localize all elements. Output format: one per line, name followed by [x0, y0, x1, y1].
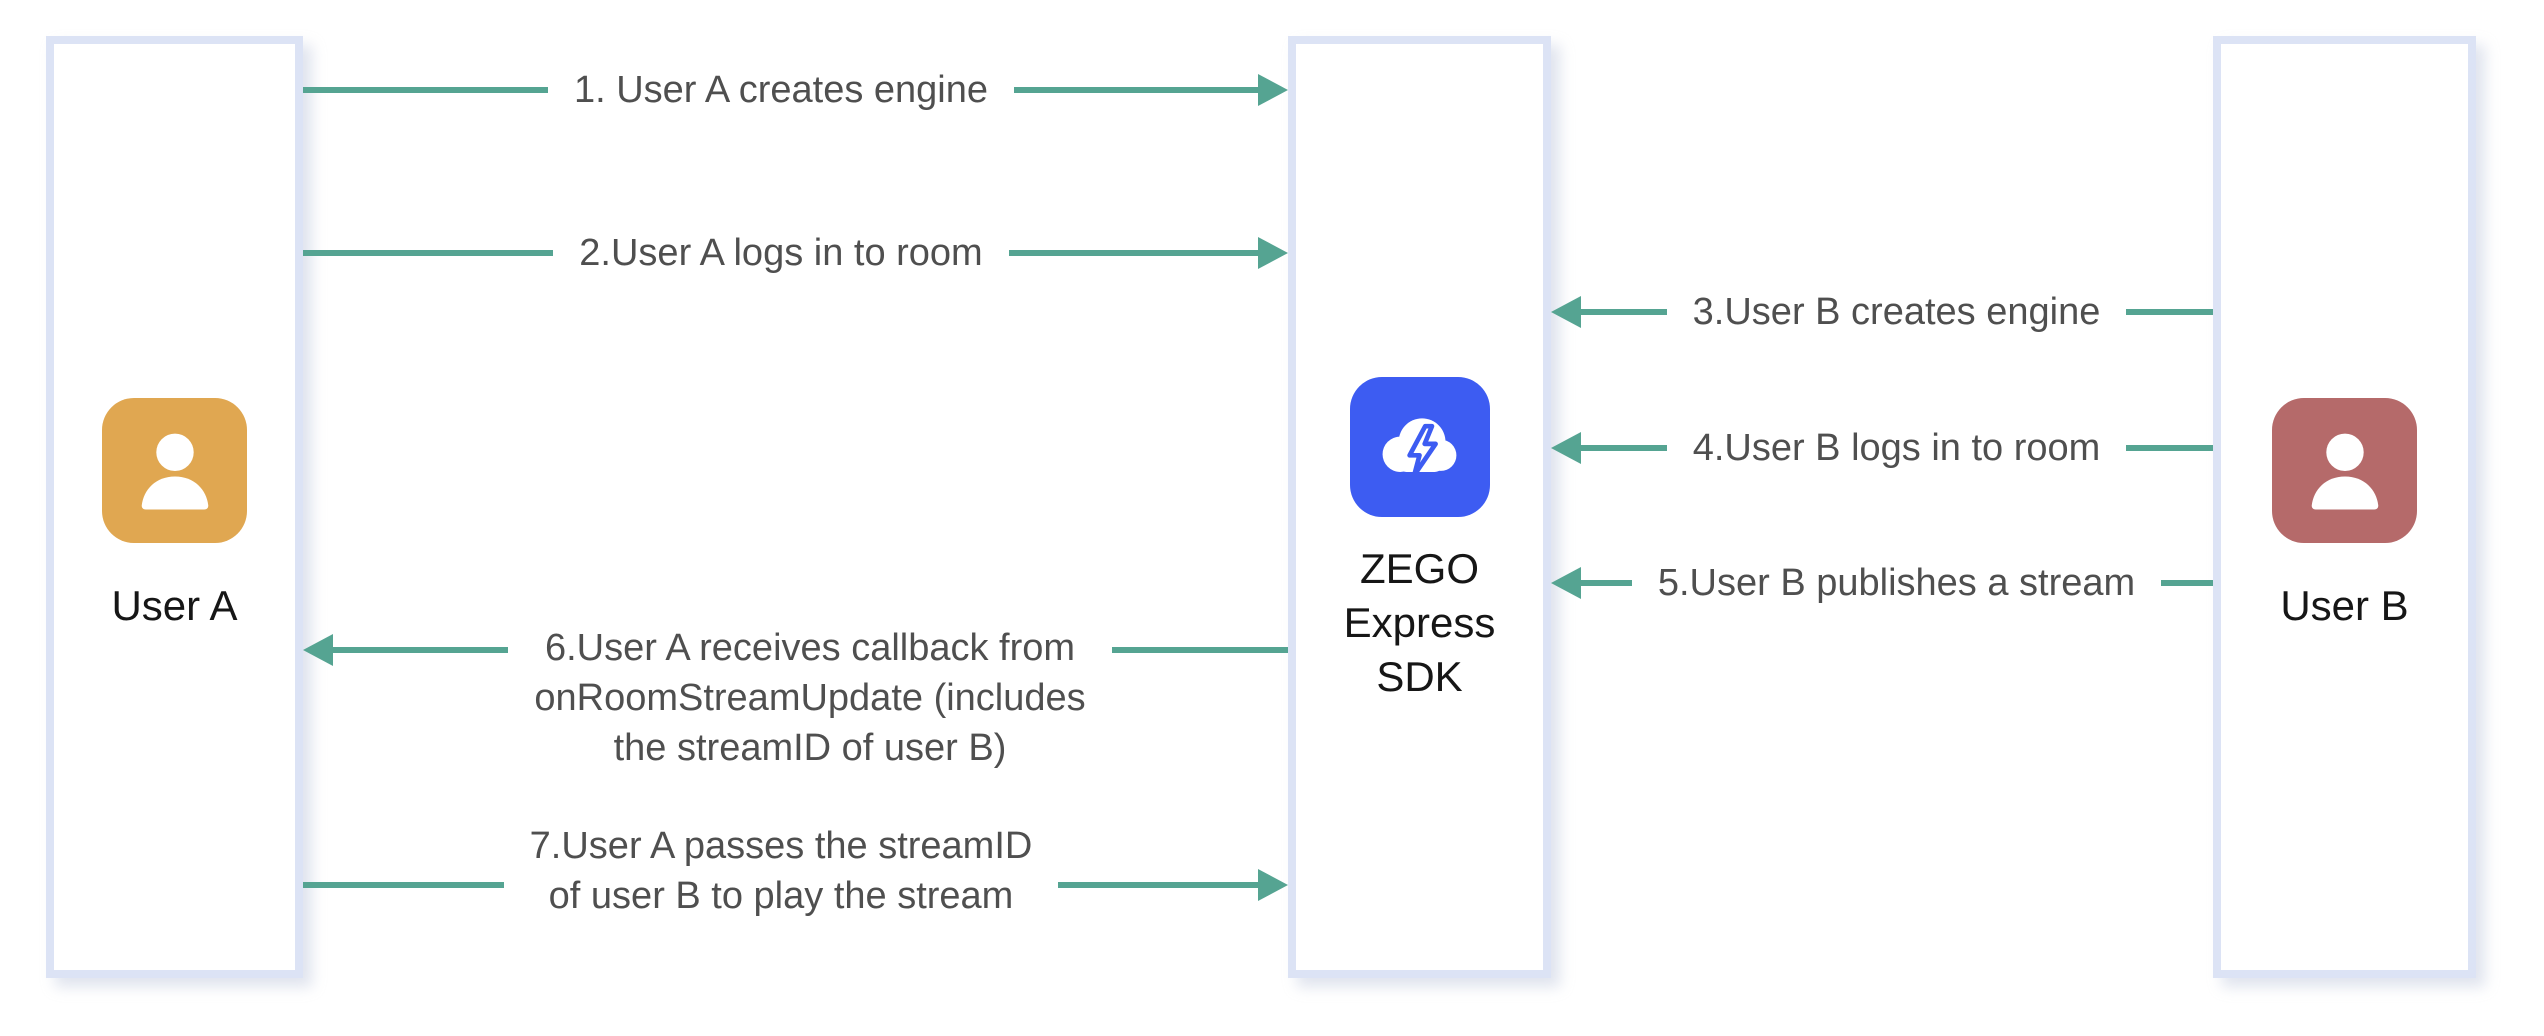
arrowhead-right-icon: [1258, 869, 1289, 901]
arrowhead-left-icon: [1551, 567, 1581, 599]
message-line: [2126, 309, 2214, 315]
message-line: [1580, 309, 1667, 315]
message-line: [1014, 87, 1259, 93]
message-line: [303, 882, 504, 888]
message-7-label: 7.User A passes the streamID of user B t…: [529, 825, 1033, 917]
message-2-label: 2.User A logs in to room: [579, 232, 983, 274]
actor-user-a-label: User A: [111, 582, 238, 629]
user-b-avatar-icon: [2272, 398, 2417, 543]
arrowhead-right-icon: [1258, 74, 1288, 106]
message-line: [332, 647, 509, 653]
actor-zego-sdk-label: ZEGO Express SDK: [1343, 545, 1496, 700]
message-line: [2161, 580, 2214, 586]
message-4-label: 4.User B logs in to room: [1692, 427, 2101, 469]
message-line: [1580, 580, 1632, 586]
message-3: 3.User B creates engine: [1551, 291, 2214, 333]
arrowhead-left-icon: [1551, 432, 1581, 464]
message-2: 2.User A logs in to room: [303, 232, 1289, 274]
message-line: [303, 250, 554, 256]
arrowhead-right-icon: [1258, 237, 1289, 269]
actor-user-b-label: User B: [2280, 582, 2409, 629]
actor-user-b: User B: [2213, 36, 2476, 978]
message-line: [303, 87, 548, 93]
message-line: [1058, 882, 1260, 888]
person-icon: [2311, 433, 2378, 509]
message-line: [1580, 445, 1667, 451]
message-1: 1. User A creates engine: [303, 69, 1288, 111]
message-6-label: 6.User A receives callback from onRoomSt…: [534, 627, 1086, 769]
message-line: [2126, 445, 2214, 451]
message-line: [1008, 250, 1260, 256]
arrowhead-left-icon: [303, 634, 333, 666]
message-line: [1111, 647, 1288, 653]
sdk-icon-tile: [1349, 377, 1490, 517]
actor-zego-sdk: ZEGO Express SDK: [1288, 36, 1551, 978]
cloud-lightning-icon: [1382, 418, 1456, 478]
message-7: 7.User A passes the streamID of user B t…: [303, 825, 1289, 917]
message-5: 5.User B publishes a stream: [1551, 562, 2214, 604]
message-4: 4.User B logs in to room: [1551, 427, 2214, 469]
message-5-label: 5.User B publishes a stream: [1657, 562, 2136, 604]
person-icon: [141, 433, 208, 509]
actor-user-a: User A: [46, 36, 303, 978]
message-1-label: 1. User A creates engine: [573, 69, 989, 111]
arrowhead-left-icon: [1551, 296, 1581, 328]
message-3-label: 3.User B creates engine: [1692, 291, 2101, 333]
message-6: 6.User A receives callback from onRoomSt…: [303, 627, 1288, 769]
user-a-avatar-icon: [102, 398, 247, 543]
